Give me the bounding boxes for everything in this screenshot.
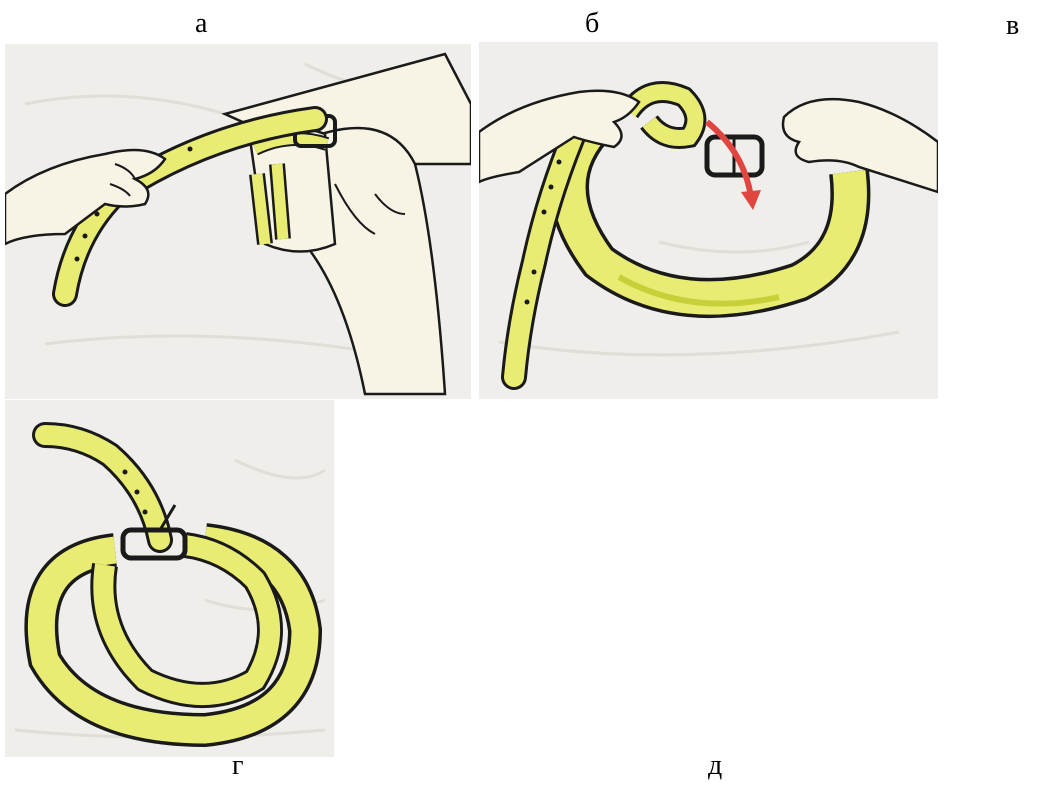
caption-label-d: д [708, 752, 722, 780]
illustration-panel-b [479, 42, 938, 399]
illustration-panel-g [5, 400, 334, 757]
caption-label-a: а [195, 10, 207, 38]
caption-label-b: б [585, 10, 599, 38]
belt-double-loop-illustration [5, 400, 334, 757]
belt-loop-illustration [479, 42, 938, 399]
illustration-panel-a [5, 44, 471, 399]
belt-around-arm-illustration [5, 44, 471, 399]
caption-label-v: в [1006, 12, 1019, 40]
